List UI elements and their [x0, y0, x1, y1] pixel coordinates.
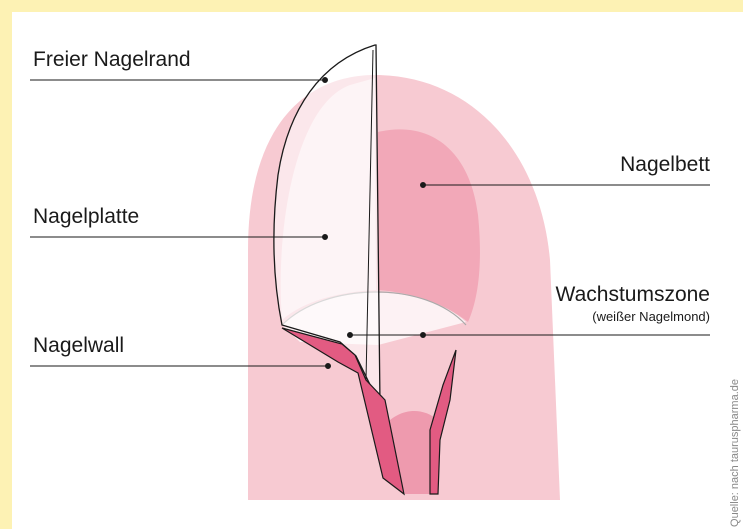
dot-wachstumszone-1	[348, 333, 353, 338]
dot-nagelplatte	[323, 235, 328, 240]
label-nagelwall: Nagelwall	[33, 334, 124, 358]
dot-nagelbett	[421, 183, 426, 188]
label-nagelplatte: Nagelplatte	[33, 205, 139, 229]
label-freier-nagelrand: Freier Nagelrand	[33, 48, 191, 72]
dot-nagelwall	[326, 364, 331, 369]
source-credit: Quelle: nach tauruspharma.de	[729, 379, 741, 527]
dot-freier-nagelrand	[323, 78, 328, 83]
label-nagelbett: Nagelbett	[620, 153, 710, 177]
label-wachstumszone-sub: (weißer Nagelmond)	[592, 309, 710, 324]
dot-wachstumszone-2	[421, 333, 426, 338]
label-wachstumszone: Wachstumszone	[556, 283, 710, 307]
